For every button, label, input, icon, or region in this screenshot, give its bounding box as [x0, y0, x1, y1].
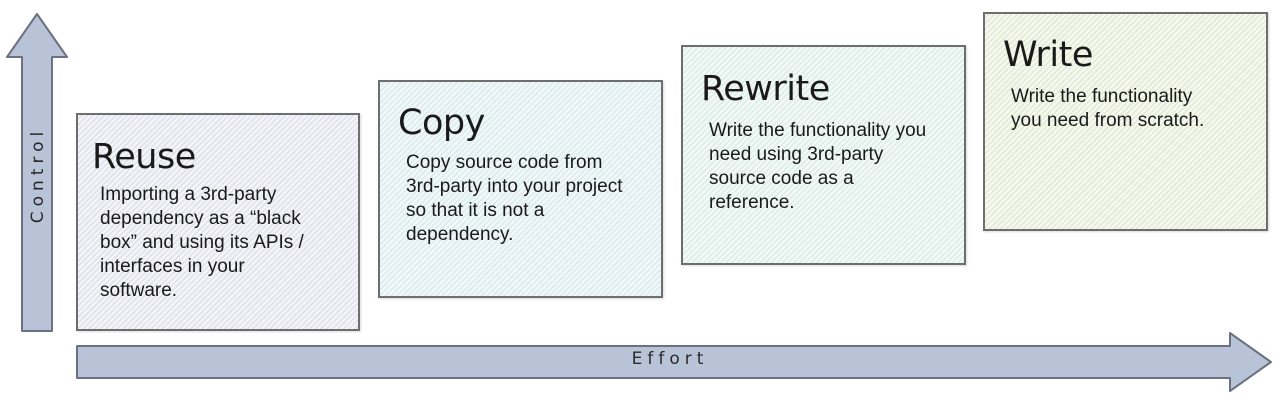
- copy-card: Copy Copy source code from 3rd-party int…: [378, 80, 663, 298]
- write-description: Write the functionality you need from sc…: [1011, 86, 1205, 131]
- effort-axis-arrow: [76, 332, 1272, 392]
- control-axis-arrow: [6, 13, 68, 332]
- rewrite-description: Write the functionality you need using 3…: [709, 120, 927, 213]
- copy-title: Copy: [398, 103, 485, 143]
- reuse-description: Importing a 3rd-party dependency as a “b…: [100, 184, 304, 301]
- reuse-card: Reuse Importing a 3rd-party dependency a…: [76, 113, 360, 331]
- rewrite-title: Rewrite: [701, 69, 830, 109]
- effort-axis-label: Effort: [631, 349, 709, 369]
- control-axis-label: Control: [28, 126, 48, 224]
- reuse-title: Reuse: [92, 137, 196, 177]
- write-title: Write: [1003, 35, 1093, 75]
- rewrite-card: Rewrite Write the functionality you need…: [681, 45, 966, 265]
- copy-description: Copy source code from 3rd-party into you…: [406, 152, 623, 245]
- write-card: Write Write the functionality you need f…: [983, 12, 1268, 231]
